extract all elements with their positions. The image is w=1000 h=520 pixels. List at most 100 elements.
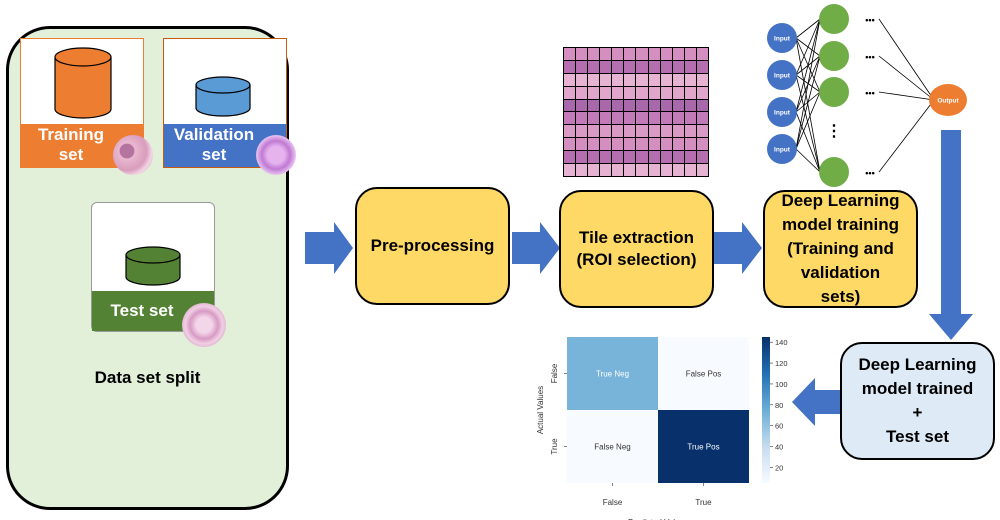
tile (576, 164, 588, 176)
tile (612, 48, 624, 60)
tile (672, 125, 684, 138)
tile (648, 151, 660, 164)
tile (684, 73, 696, 86)
tile (576, 48, 588, 60)
preprocessing-box: Pre-processing (355, 187, 510, 305)
heatmap-cell-label: False Neg (594, 443, 630, 452)
tile (636, 48, 648, 60)
tile (612, 164, 624, 176)
tile (600, 48, 612, 60)
tile (588, 48, 600, 60)
tile (600, 125, 612, 138)
heatmap-cell (567, 410, 658, 483)
tile (624, 125, 636, 138)
tile (612, 151, 624, 164)
tile (696, 138, 708, 151)
tile (588, 73, 600, 86)
tile (672, 48, 684, 60)
tile (564, 164, 576, 176)
connection-line (795, 91, 821, 150)
tile (684, 138, 696, 151)
tile (624, 151, 636, 164)
validation-label-line1: Validation (173, 125, 255, 144)
tile (564, 99, 576, 112)
tile (672, 138, 684, 151)
model-training-box: Deep Learning model training (Training a… (763, 190, 918, 308)
arrow-tiles-to-training (714, 222, 762, 274)
tile (564, 138, 576, 151)
tile (612, 86, 624, 99)
tile (564, 73, 576, 86)
tile (576, 60, 588, 73)
tile (696, 48, 708, 60)
tile (636, 60, 648, 73)
tile (636, 138, 648, 151)
input-node-label: Input (774, 147, 791, 154)
arrow-split-to-preprocessing (305, 222, 353, 274)
tile (648, 138, 660, 151)
tile (588, 112, 600, 125)
tile (636, 112, 648, 125)
tile (564, 151, 576, 164)
tile (696, 151, 708, 164)
y-axis-label: Actual Values (536, 386, 545, 434)
tile (600, 138, 612, 151)
tile (672, 86, 684, 99)
connection-line (878, 91, 935, 101)
tile (648, 99, 660, 112)
training-label-line1: Deep Learning (781, 191, 900, 210)
tile (624, 99, 636, 112)
training-label-line2: model training (781, 215, 900, 234)
tile (660, 48, 672, 60)
tile (600, 86, 612, 99)
heatmap-cell-label: True Neg (596, 370, 629, 379)
connection-line (878, 55, 935, 101)
tile (636, 86, 648, 99)
tile (612, 112, 624, 125)
tile (612, 73, 624, 86)
tile (624, 112, 636, 125)
vertical-ellipsis-label: ⋮ (826, 123, 842, 140)
tile (600, 151, 612, 164)
tile (600, 164, 612, 176)
output-node: Output (929, 84, 967, 116)
tile (576, 73, 588, 86)
tile (576, 112, 588, 125)
validation-label-line2: set (201, 145, 227, 164)
tile (564, 86, 576, 99)
tile (672, 151, 684, 164)
trained-label-line2: model trained (861, 379, 974, 398)
tile (624, 86, 636, 99)
tile (624, 164, 636, 176)
tile (684, 86, 696, 99)
heatmap-cell (658, 410, 749, 483)
tile (684, 164, 696, 176)
tile (588, 99, 600, 112)
connection-line (795, 18, 821, 39)
tile (636, 164, 648, 176)
tile (576, 99, 588, 112)
tile (624, 138, 636, 151)
training-label-line1: Training (37, 125, 105, 144)
arrow-trained-to-results (792, 378, 840, 426)
network-connections (795, 18, 935, 173)
ellipsis-label: ••• (865, 168, 874, 178)
connection-line (795, 37, 821, 173)
tile (648, 164, 660, 176)
tile (600, 99, 612, 112)
tile (564, 60, 576, 73)
training-label-line2: set (58, 145, 84, 164)
tile-grid-image (563, 47, 709, 177)
tile (696, 86, 708, 99)
tile (636, 73, 648, 86)
tile (684, 60, 696, 73)
input-node-label: Input (774, 110, 791, 117)
tile (684, 99, 696, 112)
test-cylinder-icon (125, 246, 181, 286)
tile (624, 60, 636, 73)
validation-tissue-thumbnail (256, 135, 296, 175)
tile (588, 151, 600, 164)
input-node: Input (767, 97, 797, 127)
tile (660, 99, 672, 112)
